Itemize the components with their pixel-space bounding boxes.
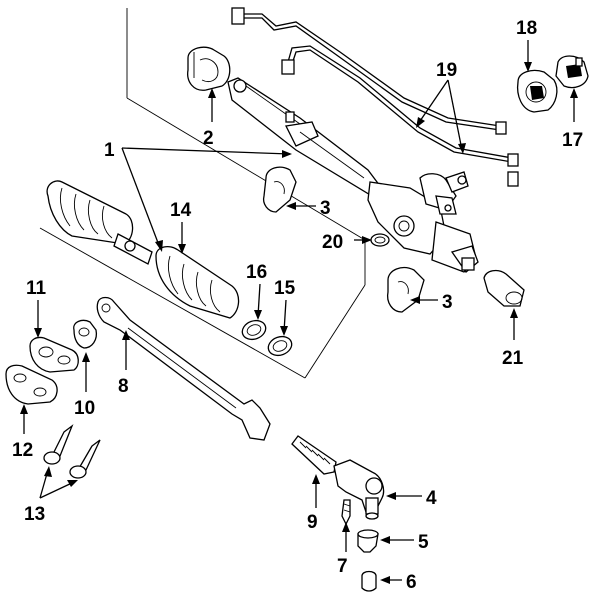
part-1-rack-housing (227, 77, 479, 273)
callout-labels: 1 2 3 3 4 5 6 7 8 9 10 11 12 13 14 15 16… (12, 18, 583, 593)
part-12-insulator (5, 364, 58, 405)
callout-11: 11 (26, 278, 47, 299)
callout-9: 9 (307, 512, 318, 533)
callout-4: 4 (426, 488, 437, 509)
callout-2: 2 (203, 128, 214, 149)
part-6-cap (361, 570, 377, 592)
callout-13: 13 (24, 504, 45, 525)
callout-leaders (20, 40, 578, 584)
callout-17: 17 (562, 130, 583, 151)
part-8-tie-rod (96, 296, 271, 441)
callout-3-upper: 3 (320, 198, 331, 219)
part-3-upper-bracket (262, 166, 297, 213)
part-16-clamp (241, 319, 267, 341)
callout-3-lower: 3 (442, 292, 453, 313)
callout-16: 16 (246, 262, 267, 283)
part-11-insulator (29, 336, 79, 373)
part-5-nut (357, 529, 379, 553)
part-17-coupler-half (555, 55, 589, 89)
part-7-cotter-pin (341, 499, 351, 526)
part-4-outer-tie-rod-end (333, 459, 385, 520)
callout-21: 21 (502, 348, 524, 369)
callout-7: 7 (337, 556, 348, 577)
part-15-clamp (267, 335, 293, 357)
callout-15: 15 (274, 278, 296, 299)
part-14-bellows-boot (46, 180, 240, 319)
callout-20: 20 (322, 232, 343, 253)
part-18-coupler (516, 69, 558, 113)
callout-12: 12 (12, 440, 33, 461)
callout-14: 14 (170, 200, 192, 221)
callout-18: 18 (516, 18, 537, 39)
part-10-bushing (73, 319, 98, 349)
assembly-outline (39, 8, 366, 379)
callout-5: 5 (418, 532, 429, 553)
part-21-dust-cover (483, 269, 525, 307)
part-13-bolts (43, 424, 101, 479)
callout-19: 19 (436, 60, 457, 81)
callout-10: 10 (74, 398, 95, 419)
part-2-mounting-bushing (187, 46, 231, 91)
callout-8: 8 (118, 376, 129, 397)
part-20-o-ring (370, 233, 390, 247)
callout-1: 1 (104, 140, 115, 161)
part-19-hydraulic-lines (231, 7, 519, 187)
callout-6: 6 (406, 572, 417, 593)
part-3-lower-bracket (386, 266, 425, 313)
part-9-adjuster (291, 435, 337, 475)
